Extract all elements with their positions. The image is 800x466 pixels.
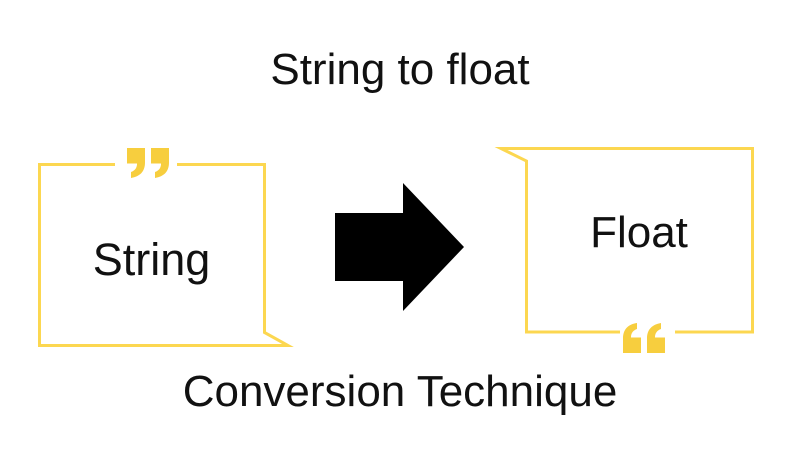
double-quote-close-icon — [127, 148, 169, 178]
double-quote-open-icon — [623, 323, 665, 353]
page-subtitle: Conversion Technique — [182, 367, 618, 416]
target-box-outline — [494, 147, 754, 334]
page-title: String to float — [270, 45, 530, 94]
target-box-label: Float — [590, 208, 688, 257]
source-box-outline — [38, 163, 294, 347]
right-arrow-icon — [335, 183, 464, 311]
source-box-label: String — [92, 234, 211, 285]
